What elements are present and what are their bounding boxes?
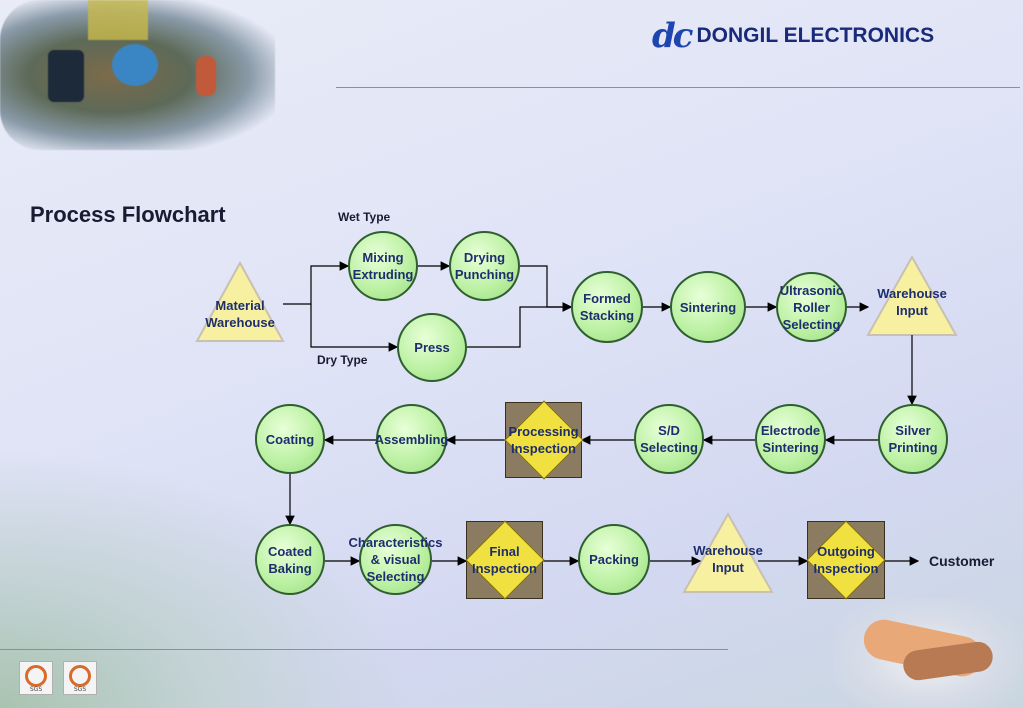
- warehouse-input-1-node: Warehouse Input: [877, 286, 947, 318]
- coating-node: Coating: [255, 404, 325, 474]
- warehouse-input-2-triangle: [682, 511, 774, 593]
- header-divider: [336, 87, 1020, 88]
- outgoing-inspection-node: Outgoing Inspection: [806, 520, 886, 600]
- ultrasonic-roller-selecting-node: Ultrasonic Roller Selecting: [776, 272, 847, 342]
- company-name: DONGIL ELECTRONICS: [696, 24, 935, 47]
- customer-label: Customer: [929, 553, 995, 569]
- footer-divider: [0, 649, 728, 650]
- sd-selecting-node: S/D Selecting: [634, 404, 704, 474]
- material-warehouse-node: Material Warehouse: [205, 298, 275, 330]
- handshake-photo: [833, 598, 1023, 708]
- mixing-extruding-node: Mixing Extruding: [348, 231, 418, 301]
- dry-type-label: Dry Type: [317, 353, 368, 367]
- electrode-sintering-node: Electrode Sintering: [755, 404, 826, 474]
- processing-inspection-node: Processing Inspection: [503, 400, 584, 480]
- silver-printing-node: Silver Printing: [878, 404, 948, 474]
- final-inspection-node: Final Inspection: [464, 520, 545, 600]
- packing-node: Packing: [578, 524, 650, 595]
- company-logo: dc DONGIL ELECTRONICS: [652, 16, 935, 56]
- sgs-certification-icon: SGS: [19, 661, 53, 695]
- wet-type-label: Wet Type: [338, 210, 391, 224]
- drying-punching-node: Drying Punching: [449, 231, 520, 301]
- formed-stacking-node: Formed Stacking: [571, 271, 643, 343]
- sgs-certification-icon: SGS: [63, 661, 97, 695]
- characteristics-visual-selecting-node: Characteristics & visual Selecting: [349, 524, 442, 595]
- warehouse-input-2-node: Warehouse Input: [693, 543, 763, 575]
- assembling-node: Assembling: [375, 404, 448, 474]
- page-title: Process Flowchart: [30, 202, 226, 227]
- electronic-components-photo: [0, 0, 275, 150]
- coated-baking-node: Coated Baking: [255, 524, 325, 595]
- sintering-node: Sintering: [670, 271, 746, 343]
- press-node: Press: [397, 313, 467, 382]
- material-warehouse-triangle: [195, 260, 285, 342]
- logo-mark: dc: [652, 16, 694, 56]
